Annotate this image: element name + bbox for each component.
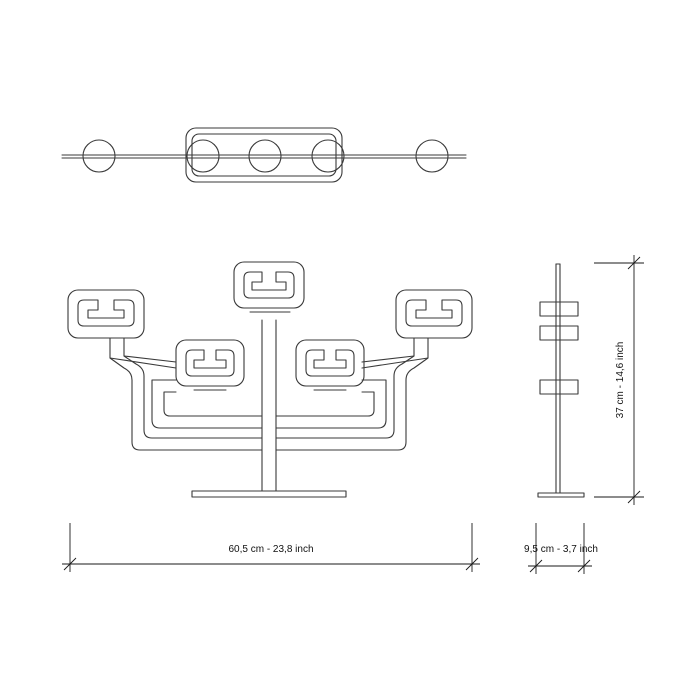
front-view-cup-left-outer (67, 289, 145, 339)
top-view (61, 127, 467, 183)
top-view-cup-3 (248, 139, 282, 173)
top-view-inner-frame (191, 133, 337, 177)
front-view-trunk (261, 319, 277, 492)
front-view-cup-right-outer (395, 289, 473, 339)
front-view-cup-right-inner (295, 339, 365, 391)
side-view-cup-1 (539, 301, 579, 317)
front-view-branch-left-inner (151, 379, 263, 429)
front-view-branch-right-inner (275, 379, 387, 429)
top-view-cup-5 (415, 139, 449, 173)
side-view (537, 263, 585, 498)
front-view (67, 261, 473, 498)
top-view-cup-1 (82, 139, 116, 173)
front-view-branch-left-outer (109, 337, 263, 451)
front-view-link-right (361, 355, 429, 369)
front-view-base (191, 490, 347, 498)
width-dimension-label: 60,5 cm - 23,8 inch (228, 544, 313, 555)
front-view-branch-right-outer (275, 337, 429, 451)
side-view-base (537, 492, 585, 498)
dimension-width: 60,5 cm - 23,8 inch (62, 523, 480, 572)
depth-dimension-label: 9,5 cm - 3,7 inch (524, 544, 598, 555)
front-view-cup-top (233, 261, 305, 313)
side-view-cup-3 (539, 379, 579, 395)
side-view-cup-2 (539, 325, 579, 341)
dimension-height: 37 cm - 14,6 inch (594, 255, 644, 505)
height-dimension-label: 37 cm - 14,6 inch (615, 342, 626, 419)
dimension-depth: 9,5 cm - 3,7 inch (524, 523, 598, 574)
front-view-cup-left-inner (175, 339, 245, 391)
top-view-outer-frame (185, 127, 343, 183)
top-view-cup-2 (186, 139, 220, 173)
front-view-link-left (109, 355, 177, 369)
top-view-cup-4 (311, 139, 345, 173)
